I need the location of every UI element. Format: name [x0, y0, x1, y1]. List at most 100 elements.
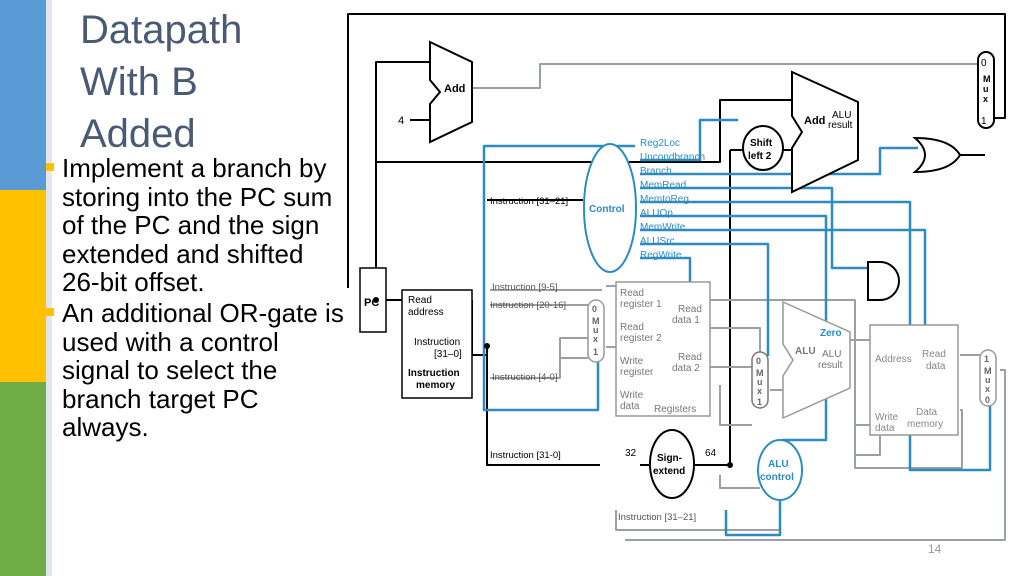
junction-dot — [727, 462, 733, 468]
control-signal: Uncondbranch — [640, 152, 705, 163]
svg-text:address: address — [408, 307, 444, 318]
svg-text:1: 1 — [981, 116, 987, 127]
svg-text:Write: Write — [620, 390, 644, 401]
svg-text:left 2: left 2 — [748, 151, 772, 162]
control-signal: Branch — [640, 166, 672, 177]
svg-text:u: u — [593, 325, 599, 335]
page-number: 14 — [928, 542, 942, 556]
svg-text:Instruction [9-5]: Instruction [9-5] — [492, 282, 557, 293]
svg-text:0: 0 — [985, 395, 990, 405]
pc-add-unit — [429, 40, 473, 144]
svg-text:M: M — [984, 366, 992, 376]
svg-text:[31–0]: [31–0] — [434, 349, 462, 360]
svg-text:Address: Address — [875, 354, 912, 365]
slide-title: Datapath With B Added — [80, 4, 242, 160]
alu-control-unit — [757, 439, 803, 501]
and-gate — [867, 261, 900, 301]
svg-text:x: x — [593, 334, 598, 344]
control-signal: Reg2Loc — [640, 138, 680, 149]
svg-text:Instruction [31–21]: Instruction [31–21] — [618, 512, 696, 523]
junction-dot — [484, 343, 490, 349]
control-signal: ALUSrc — [640, 236, 674, 247]
svg-text:u: u — [983, 84, 989, 94]
svg-text:1: 1 — [593, 347, 598, 357]
svg-text:ALU: ALU — [832, 110, 851, 121]
sidebar-band-green — [0, 382, 46, 576]
svg-text:Read: Read — [620, 322, 644, 333]
control-signal: ALUOp — [640, 208, 673, 219]
bullet-list: Implement a branch by storing into the P… — [46, 154, 346, 444]
svg-text:0: 0 — [592, 304, 597, 314]
svg-text:64: 64 — [705, 448, 717, 459]
bullet-item: Implement a branch by storing into the P… — [46, 154, 346, 297]
svg-text:Instruction [31-0]: Instruction [31-0] — [490, 450, 561, 461]
svg-text:Instruction [20-16]: Instruction [20-16] — [490, 300, 566, 311]
junction-dot — [373, 297, 379, 303]
svg-text:Read: Read — [620, 288, 644, 299]
svg-text:data 2: data 2 — [672, 363, 700, 374]
control-signal: MemtoReg — [640, 194, 689, 205]
svg-text:x: x — [985, 384, 990, 394]
svg-text:0: 0 — [981, 58, 987, 69]
control-signal: MemRead — [640, 180, 686, 191]
sidebar-edge — [46, 0, 52, 576]
alu-add-label: Add — [804, 115, 825, 127]
svg-text:result: result — [828, 120, 853, 131]
svg-text:Instruction [4-0]: Instruction [4-0] — [492, 372, 557, 383]
svg-text:data: data — [620, 401, 640, 412]
svg-text:Write: Write — [875, 412, 899, 423]
svg-text:Instruction: Instruction — [414, 337, 460, 348]
bullet-text: An additional OR-gate is used with a con… — [62, 297, 344, 443]
svg-text:u: u — [757, 377, 763, 387]
svg-text:x: x — [757, 386, 762, 396]
svg-text:memory: memory — [907, 419, 943, 430]
svg-text:register 2: register 2 — [620, 333, 662, 344]
svg-text:Sign-: Sign- — [657, 453, 682, 464]
svg-text:control: control — [760, 472, 794, 483]
svg-text:Read: Read — [678, 304, 702, 315]
main-alu — [782, 300, 851, 420]
bullet-square-icon — [46, 307, 54, 316]
shift-left-unit — [742, 125, 784, 171]
sidebar-band-blue — [0, 0, 46, 190]
svg-text:Zero: Zero — [820, 328, 842, 339]
register-file — [615, 281, 711, 417]
svg-text:0: 0 — [756, 356, 761, 366]
svg-text:register: register — [620, 367, 654, 378]
svg-text:register 1: register 1 — [620, 299, 662, 310]
title-line: With B — [80, 60, 198, 104]
svg-text:ALU: ALU — [822, 349, 841, 360]
alusrc-mux — [751, 351, 769, 409]
svg-text:result: result — [818, 360, 843, 371]
bullet-item: An additional OR-gate is used with a con… — [46, 299, 346, 442]
svg-text:Instruction: Instruction — [408, 368, 460, 379]
svg-text:data 1: data 1 — [672, 315, 700, 326]
wire-pc-loop — [347, 13, 1006, 288]
control-unit — [583, 143, 637, 273]
svg-text:memory: memory — [416, 380, 455, 391]
title-line: Datapath — [80, 8, 243, 52]
or-gate — [912, 136, 962, 174]
bullet-text: Implement a branch by storing into the P… — [62, 153, 333, 298]
svg-text:1: 1 — [757, 397, 762, 407]
svg-text:u: u — [985, 375, 991, 385]
svg-text:M: M — [983, 74, 991, 84]
svg-text:M: M — [592, 316, 600, 326]
svg-text:Data: Data — [916, 407, 938, 418]
branch-mux — [977, 51, 995, 129]
svg-text:Control: Control — [589, 204, 625, 215]
svg-text:Registers: Registers — [654, 404, 696, 415]
control-signal: MemWrite — [640, 222, 686, 233]
svg-text:extend: extend — [653, 466, 685, 477]
svg-text:Instruction [31–21]: Instruction [31–21] — [490, 196, 568, 207]
add-label: Add — [444, 83, 465, 95]
branch-add-alu — [791, 70, 859, 194]
svg-text:Read: Read — [678, 352, 702, 363]
bullet-square-icon — [46, 163, 54, 171]
svg-text:M: M — [756, 368, 764, 378]
control-signal: RegWrite — [640, 250, 682, 261]
svg-text:1: 1 — [984, 354, 989, 364]
svg-text:Shift: Shift — [750, 138, 773, 149]
svg-text:data: data — [926, 361, 946, 372]
